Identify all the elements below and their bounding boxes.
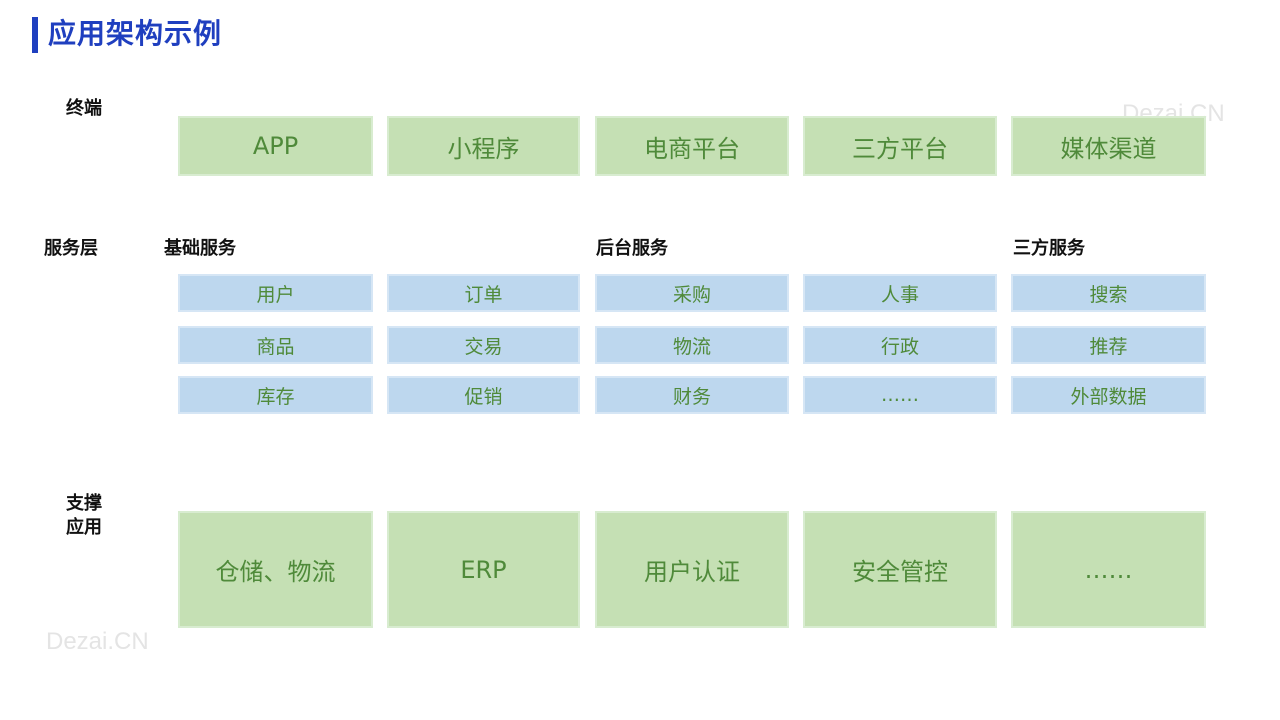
support-item-more: ……	[1011, 511, 1206, 628]
service-user: 用户	[178, 274, 373, 312]
support-item-security-control: 安全管控	[803, 511, 997, 628]
service-more: ……	[803, 376, 997, 414]
support-item-erp: ERP	[387, 511, 580, 628]
service-inventory: 库存	[178, 376, 373, 414]
terminal-item-app: APP	[178, 116, 373, 176]
terminal-item-third-party-platform: 三方平台	[803, 116, 997, 176]
support-item-user-auth: 用户认证	[595, 511, 789, 628]
title-accent-bar	[32, 17, 38, 53]
watermark-bottom: Dezai.CN	[46, 628, 149, 655]
group-label-backend: 后台服务	[596, 238, 668, 259]
terminal-item-miniprogram: 小程序	[387, 116, 580, 176]
support-label-line2: 应用	[66, 517, 102, 538]
support-label-line1: 支撑	[66, 493, 102, 514]
service-search: 搜索	[1011, 274, 1206, 312]
service-order: 订单	[387, 274, 580, 312]
group-label-third: 三方服务	[1013, 238, 1085, 259]
group-label-basic: 基础服务	[164, 238, 236, 259]
service-purchase: 采购	[595, 274, 789, 312]
service-recommend: 推荐	[1011, 326, 1206, 364]
service-product: 商品	[178, 326, 373, 364]
page-title: 应用架构示例	[48, 17, 223, 50]
service-admin: 行政	[803, 326, 997, 364]
support-item-warehouse-logistics: 仓储、物流	[178, 511, 373, 628]
terminal-item-ecommerce: 电商平台	[595, 116, 789, 176]
support-label: 支撑 应用	[60, 492, 108, 540]
terminal-label: 终端	[66, 98, 102, 119]
service-finance: 财务	[595, 376, 789, 414]
service-logistics: 物流	[595, 326, 789, 364]
service-transaction: 交易	[387, 326, 580, 364]
service-hr: 人事	[803, 274, 997, 312]
terminal-item-media-channel: 媒体渠道	[1011, 116, 1206, 176]
services-label: 服务层	[44, 238, 98, 259]
service-external-data: 外部数据	[1011, 376, 1206, 414]
service-promotion: 促销	[387, 376, 580, 414]
